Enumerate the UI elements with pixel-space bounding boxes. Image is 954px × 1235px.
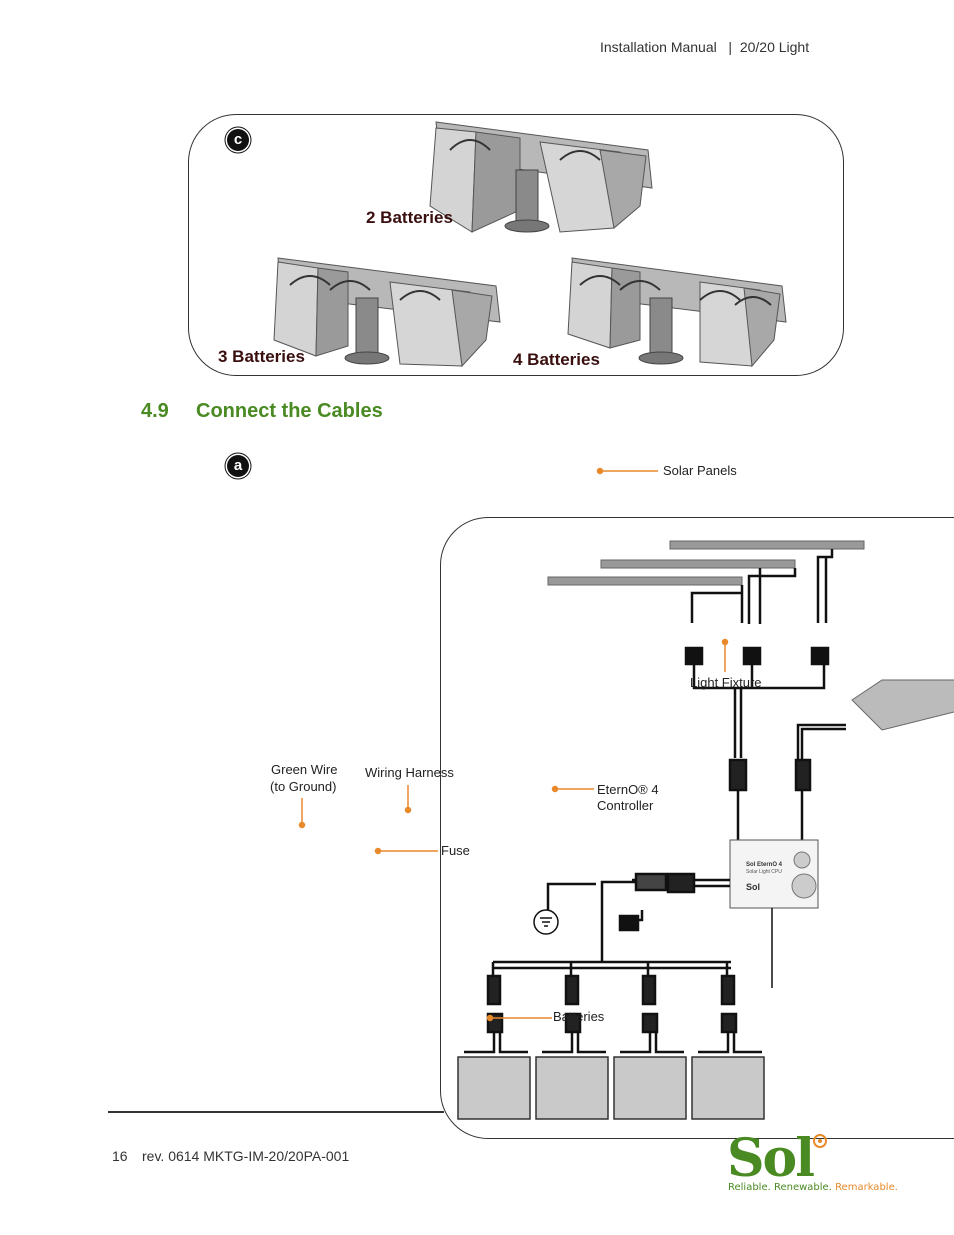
callout-controller: EternO® 4 [597,782,659,797]
callout-light-fixture: Light Fixture [690,675,762,690]
label-3-batteries: 3 Batteries [218,347,305,366]
two-battery-assembly [429,121,653,233]
callout-solar-panels: Solar Panels [663,463,737,478]
callout-leaders [298,467,729,1022]
three-battery-assembly [273,257,501,368]
label-4-batteries: 4 Batteries [513,350,600,369]
callout-wiring-harness: Wiring Harness [365,765,454,780]
four-battery-assembly [567,257,787,368]
footer-rule [108,1111,444,1113]
tagline-part-1: Reliable. Renewable. [728,1182,836,1193]
label-2-batteries: 2 Batteries [366,208,453,227]
controller-brand: Sol [746,882,761,892]
callout-batteries: Batteries [553,1009,605,1024]
battery-config-panel [188,114,844,376]
callout-controller-2: Controller [597,798,654,813]
wiring-diagram [457,540,954,1120]
running-header: Installation Manual | 20/20 Light [600,39,810,55]
controller-label: Sol EternO 4 [746,862,783,868]
page-number: 16 [112,1148,128,1164]
section-title: Connect the Cables [196,400,383,422]
figure-c-badge: c [227,129,249,151]
section-number: 4.9 [141,400,169,422]
revision-code: rev. 0614 MKTG-IM-20/20PA-001 [142,1148,350,1164]
figure-a-badge: a [227,455,249,477]
callout-fuse: Fuse [441,843,470,858]
callout-green-wire-note: (to Ground) [270,779,337,794]
callout-green-wire: Green Wire [271,762,338,777]
wiring-panel [440,517,954,1139]
sol-logo: Sol [727,1128,815,1189]
tagline-part-2: Remarkable. [835,1182,898,1193]
tagline: Reliable. Renewable. Remarkable. [728,1182,898,1193]
controller-sublabel: Solar Light CPU [746,869,782,875]
